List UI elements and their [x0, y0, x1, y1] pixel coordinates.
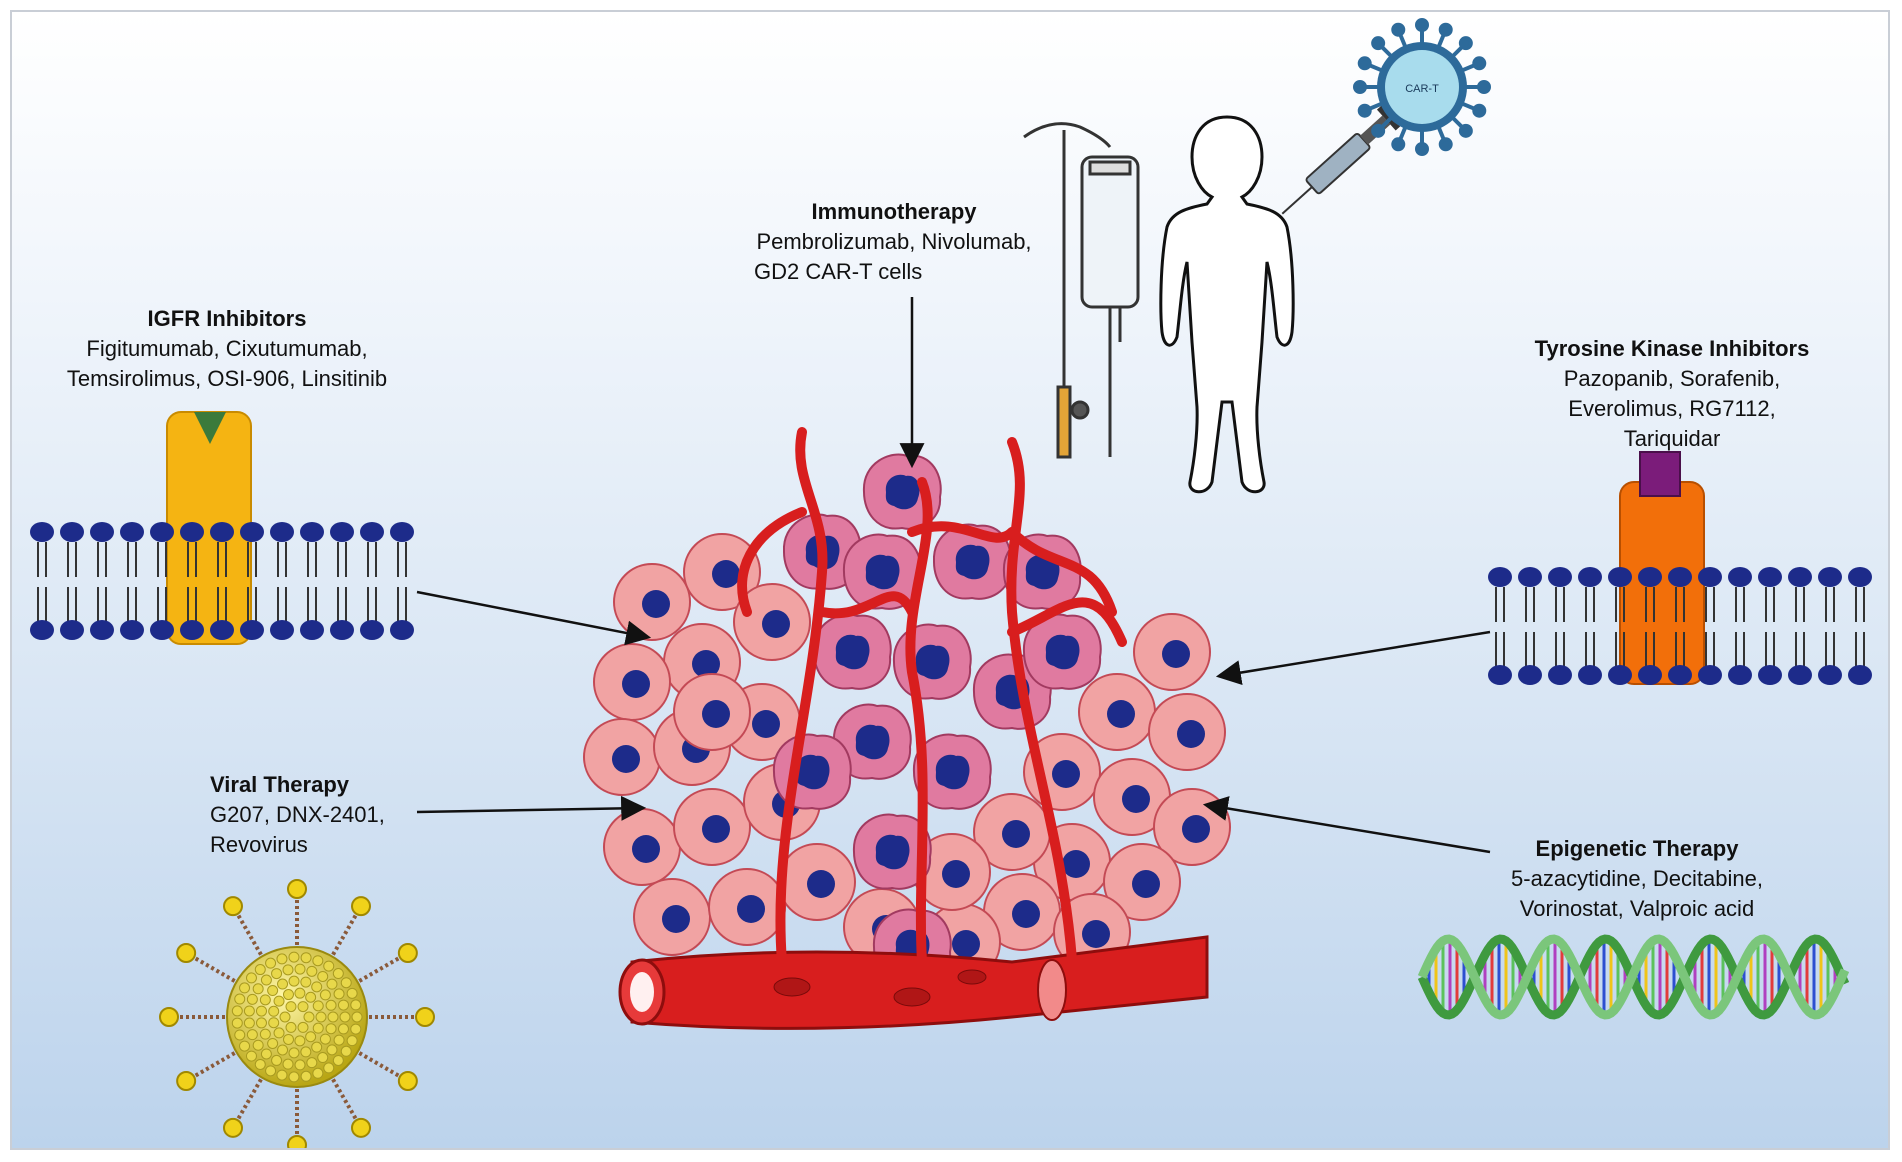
label-line: Everolimus, RG7112,	[1568, 396, 1776, 421]
label-line: Pazopanib, Sorafenib,	[1563, 366, 1781, 391]
iv-drip-icon	[1023, 122, 1140, 459]
label-igfr: IGFR Inhibitors Figitumumab, Cixutumumab…	[32, 304, 422, 394]
label-immunotherapy: Immunotherapy Pembrolizumab, Nivolumab, …	[734, 197, 1054, 287]
label-tki: Tyrosine Kinase Inhibitors Pazopanib, So…	[1482, 334, 1862, 454]
igfr-membrane-icon	[30, 411, 414, 645]
label-line: Vorinostat, Valproic acid	[1519, 896, 1755, 921]
label-line: Temsirolimus, OSI-906, Linsitinib	[66, 366, 388, 391]
label-title: IGFR Inhibitors	[147, 306, 307, 331]
label-line: Figitumumab, Cixutumumab,	[86, 336, 368, 361]
tumor-mass-icon	[583, 453, 1231, 985]
label-viral: Viral Therapy G207, DNX-2401, Revovirus	[210, 770, 430, 860]
label-epigenetic: Epigenetic Therapy 5-azacytidine, Decita…	[1467, 834, 1807, 924]
child-silhouette-icon	[1159, 115, 1295, 494]
label-line: GD2 CAR-T cells	[754, 259, 923, 284]
label-title: Tyrosine Kinase Inhibitors	[1534, 336, 1810, 361]
car-t-cell-icon: CAR-T	[1353, 18, 1491, 156]
dna-helix-icon	[1417, 934, 1850, 1020]
arrows	[416, 297, 1491, 854]
label-title: Epigenetic Therapy	[1535, 836, 1739, 861]
tumor-vasculature-icon	[737, 427, 1127, 967]
label-line: 5-azacytidine, Decitabine,	[1511, 866, 1763, 891]
diagram-frame: CAR-T Immunotherapy Pembrolizumab, Nivol…	[10, 10, 1890, 1150]
label-line: Pembrolizumab, Nivolumab,	[756, 229, 1032, 254]
label-line: Revovirus	[210, 832, 308, 857]
cell-membrane-icon	[1488, 567, 1872, 685]
label-title: Viral Therapy	[210, 772, 349, 797]
igfr-ligand-icon	[194, 412, 226, 444]
arrow-igfr	[416, 590, 652, 646]
blood-vessel-icon	[618, 935, 1209, 1030]
tki-ligand-icon	[1639, 451, 1681, 497]
virus-icon	[159, 879, 435, 1148]
arrow-epigenetic	[1202, 796, 1491, 854]
diagram-canvas: CAR-T	[30, 18, 1872, 1148]
igfr-receptor-icon	[166, 411, 252, 645]
tki-membrane-icon	[1488, 451, 1872, 685]
arrow-tki	[1215, 630, 1491, 685]
tki-receptor-icon	[1619, 481, 1705, 685]
cell-membrane-icon	[30, 522, 414, 640]
syringe-icon	[1281, 105, 1401, 215]
label-line: Tariquidar	[1623, 426, 1721, 451]
car-t-label: CAR-T	[1405, 83, 1439, 95]
label-title: Immunotherapy	[811, 199, 977, 224]
label-line: G207, DNX-2401,	[210, 802, 385, 827]
arrow-viral	[416, 795, 647, 821]
